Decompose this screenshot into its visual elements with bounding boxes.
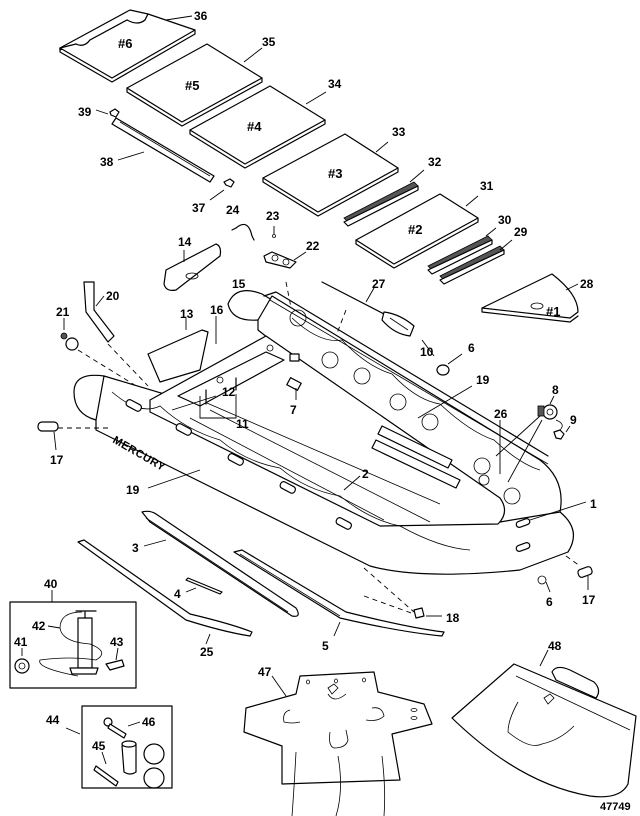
part-47-cover <box>243 671 433 816</box>
part-4-strip <box>185 577 223 595</box>
callout-4: 4 <box>174 587 181 601</box>
callout-38: 38 <box>100 155 114 169</box>
callout-40: 40 <box>44 577 58 591</box>
callout-3: 3 <box>132 541 139 555</box>
part-3-strake <box>141 510 299 617</box>
boat-hull: MERCURY <box>73 290 575 585</box>
part-17-patch-bow <box>577 566 593 578</box>
part-5-strake <box>233 549 445 637</box>
callout-32: 32 <box>428 155 442 169</box>
floor-panel-6: #6 <box>59 9 196 83</box>
callout-21: 21 <box>56 305 70 319</box>
callout-23: 23 <box>266 209 280 223</box>
callout-19-port: 19 <box>126 483 140 497</box>
callout-19: 19 <box>476 373 490 387</box>
panel-label-5: #5 <box>185 78 199 93</box>
callout-2: 2 <box>362 467 369 481</box>
callout-13: 13 <box>180 307 194 321</box>
callout-20: 20 <box>106 289 120 303</box>
callout-33: 33 <box>392 125 406 139</box>
callout-6: 6 <box>468 341 475 355</box>
part-48-bag <box>451 663 637 798</box>
callout-39: 39 <box>78 105 92 119</box>
part-9-cap <box>553 429 565 440</box>
callout-48: 48 <box>548 639 562 653</box>
callout-17-stern: 17 <box>50 453 64 467</box>
callout-34: 34 <box>328 77 342 91</box>
callout-11: 11 <box>236 417 249 431</box>
part-13-patch <box>147 329 209 383</box>
callout-6-bow: 6 <box>546 595 553 609</box>
callout-18: 18 <box>446 611 460 625</box>
callout-25: 25 <box>200 645 214 659</box>
callout-16: 16 <box>210 303 224 317</box>
part-14-seat-cover <box>163 243 222 291</box>
callout-15: 15 <box>232 277 246 291</box>
part-24-lanyard <box>231 223 255 241</box>
part-25-strake <box>77 539 253 637</box>
callout-36: 36 <box>194 9 208 23</box>
part-22-bracket <box>263 251 297 269</box>
callout-7: 7 <box>290 403 297 417</box>
floor-rail-32 <box>343 181 419 227</box>
part-18-cap <box>413 607 425 619</box>
callout-24: 24 <box>226 203 240 217</box>
floor-rail-30 <box>427 235 493 275</box>
part-39-clip <box>109 108 120 118</box>
part-17-patch-stern <box>37 421 59 432</box>
part-37-clip <box>223 178 235 188</box>
part-20-strip <box>83 281 115 343</box>
panel-label-4: #4 <box>247 119 262 134</box>
floor-panel-5: #5 <box>126 43 263 127</box>
callout-14: 14 <box>178 235 192 249</box>
callout-30: 30 <box>498 213 512 227</box>
callout-42: 42 <box>32 619 46 633</box>
floor-rail-29 <box>439 245 505 285</box>
part-21-valve-cap <box>60 332 79 351</box>
callout-46: 46 <box>142 715 156 729</box>
callout-45: 45 <box>92 739 106 753</box>
repair-kit-box: 44 46 45 <box>46 705 173 789</box>
floor-panel-1-transom: #1 <box>481 273 579 323</box>
callout-9: 9 <box>570 413 577 427</box>
callout-41: 41 <box>14 635 28 649</box>
callout-27: 27 <box>372 277 386 291</box>
floor-panel-3: #3 <box>262 133 399 217</box>
callout-37: 37 <box>192 201 206 215</box>
panel-label-3: #3 <box>328 166 342 181</box>
callout-17-bow: 17 <box>582 593 596 607</box>
floor-panel-2: #2 <box>355 193 479 269</box>
callout-12: 12 <box>222 385 236 399</box>
callout-8: 8 <box>552 383 559 397</box>
callout-5: 5 <box>322 639 329 653</box>
floor-panel-4: #4 <box>189 85 326 169</box>
callout-43: 43 <box>110 635 124 649</box>
callout-28: 28 <box>580 277 594 291</box>
panel-label-6: #6 <box>118 36 132 51</box>
part-27-oar <box>321 281 415 337</box>
callout-10: 10 <box>420 345 434 359</box>
callout-26: 26 <box>494 407 508 421</box>
callout-44: 44 <box>46 713 60 727</box>
callout-29: 29 <box>514 225 528 239</box>
part-6-d-ring <box>436 364 450 376</box>
callout-22: 22 <box>306 239 320 253</box>
callout-47: 47 <box>258 665 272 679</box>
panel-label-1: #1 <box>546 304 560 319</box>
figure-number: 47749 <box>600 801 631 813</box>
part-8-valve <box>537 404 558 420</box>
pump-kit-box: 40 42 41 43 <box>9 577 137 689</box>
part-38-rail <box>111 117 215 183</box>
panel-label-2: #2 <box>408 222 422 237</box>
callout-35: 35 <box>262 35 276 49</box>
callout-1: 1 <box>590 497 597 511</box>
callout-31: 31 <box>480 179 494 193</box>
